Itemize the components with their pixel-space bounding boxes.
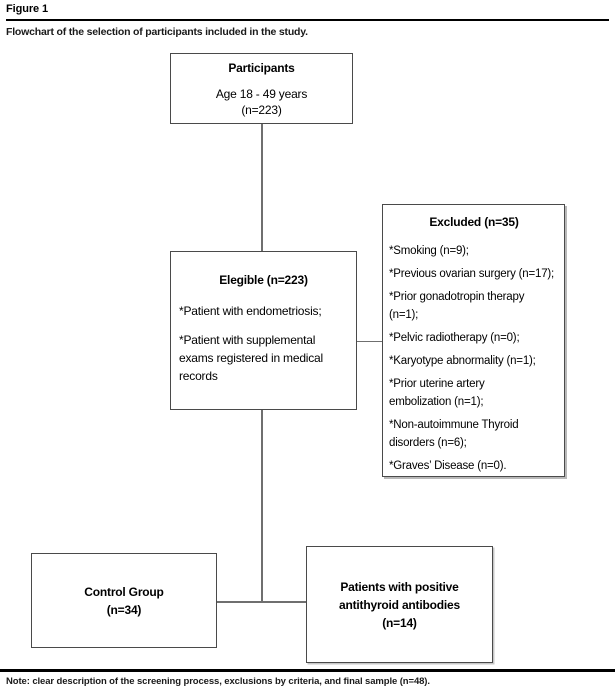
- flowchart-box-eligible: Elegible (n=223) *Patient with endometri…: [170, 251, 357, 410]
- positive-group-count: (n=14): [382, 615, 417, 630]
- footer-rule: [0, 669, 615, 672]
- flowchart-box-positive-antibodies: Patients with positive antithyroid antib…: [306, 546, 493, 663]
- participants-count: (n=223): [241, 103, 282, 117]
- participants-age-range: Age 18 - 49 years: [215, 87, 308, 101]
- excluded-item: *Previous ovarian surgery (n=17);: [389, 268, 555, 280]
- figure-caption: Flowchart of the selection of participan…: [6, 26, 308, 38]
- figure-note: Note: clear description of the screening…: [6, 676, 430, 687]
- excluded-item: *Prior uterine artery embolization (n=1)…: [389, 378, 485, 408]
- connector-eligible-bottom: [261, 410, 263, 602]
- connector-eligible-excluded: [356, 340, 382, 342]
- connector-control-positive: [217, 601, 306, 603]
- connector-participants-eligible: [261, 124, 263, 251]
- flowchart-box-participants: Participants Age 18 - 49 years (n=223): [170, 53, 353, 124]
- excluded-item: *Karyotype abnormality (n=1);: [389, 355, 536, 367]
- positive-group-title: Patients with positive antithyroid antib…: [339, 579, 460, 612]
- excluded-title: Excluded (n=35): [429, 215, 519, 229]
- excluded-item: *Graves’ Disease (n=0).: [389, 460, 507, 472]
- excluded-item: *Pelvic radiotherapy (n=0);: [389, 332, 520, 344]
- control-group-title: Control Group: [84, 584, 164, 599]
- flowchart-box-control-group: Control Group (n=34): [31, 553, 217, 648]
- flowchart-box-excluded: Excluded (n=35) *Smoking (n=9); *Previou…: [382, 204, 565, 477]
- eligible-item: *Patient with endometriosis;: [179, 304, 322, 318]
- excluded-item: *Prior gonadotropin therapy (n=1);: [389, 291, 525, 321]
- eligible-title: Elegible (n=223): [219, 273, 308, 287]
- control-group-count: (n=34): [106, 602, 142, 617]
- header-rule: [6, 19, 609, 21]
- excluded-item: *Smoking (n=9);: [389, 245, 469, 257]
- eligible-item: *Patient with supplemental exams registe…: [179, 333, 323, 383]
- excluded-item: *Non-autoimmune Thyroid disorders (n=6);: [389, 419, 519, 449]
- figure-label: Figure 1: [6, 3, 48, 15]
- participants-title: Participants: [228, 61, 295, 75]
